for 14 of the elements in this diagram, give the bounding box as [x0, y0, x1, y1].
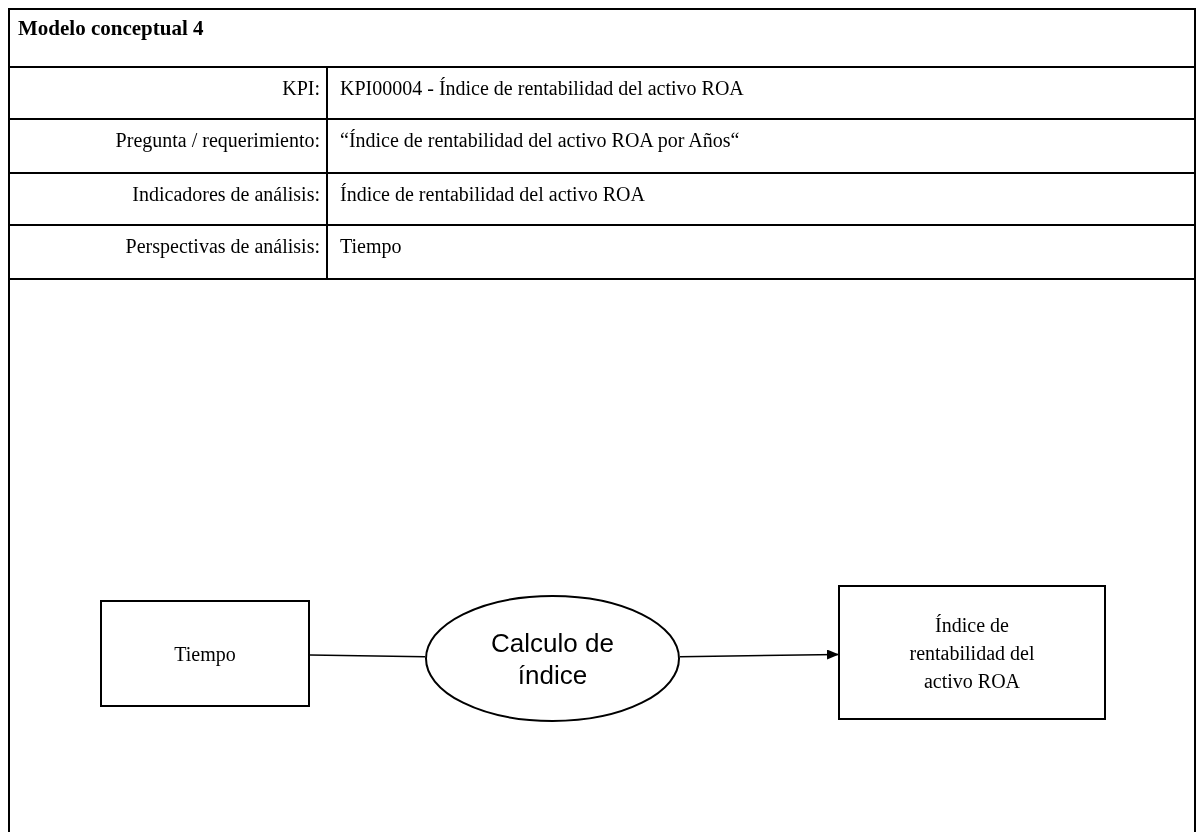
table-label: KPI:	[281, 76, 320, 100]
process-box: Índice de rentabilidad del activo ROA	[838, 585, 1106, 720]
process-box: Tiempo	[100, 600, 310, 707]
connector-line	[309, 654, 426, 658]
table-value: Índice de rentabilidad del activo ROA	[340, 182, 646, 206]
table-label: Pregunta / requerimiento:	[114, 128, 320, 152]
table-label: Perspectivas de análisis:	[124, 234, 320, 258]
table-value: Tiempo	[340, 234, 403, 258]
process-ellipse: Calculo de índice	[425, 595, 680, 722]
table-value: “Índice de rentabilidad del activo ROA por Años“	[340, 128, 741, 152]
table-title: Modelo conceptual 4	[18, 16, 204, 41]
arrow	[679, 649, 839, 660]
table-label: Indicadores de análisis:	[131, 182, 320, 206]
table-value: KPI00004 - Índice de rentabilidad del activo ROA	[340, 76, 745, 100]
